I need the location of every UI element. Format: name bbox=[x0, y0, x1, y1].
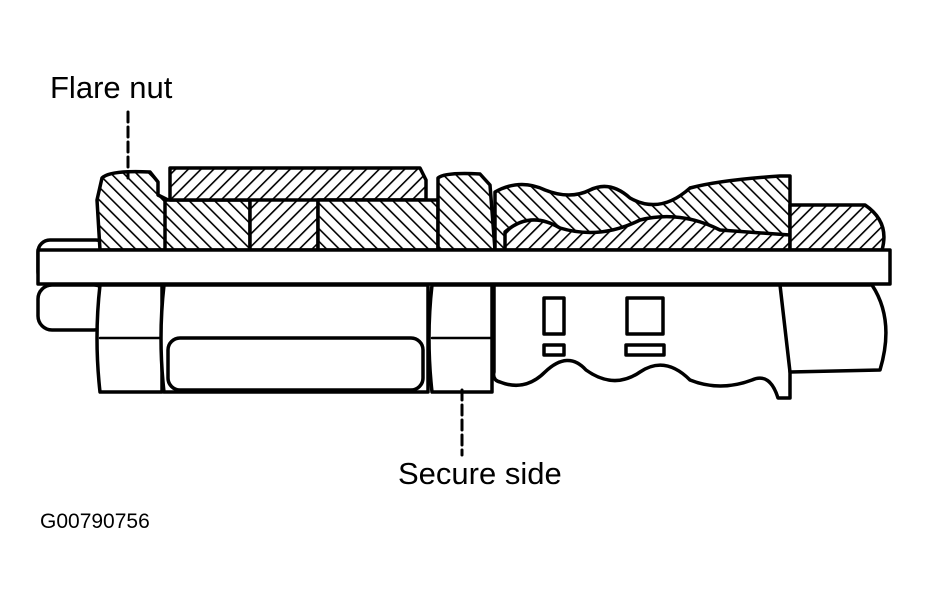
fitting-slot-4 bbox=[624, 343, 666, 357]
brake-hose-exterior bbox=[778, 283, 888, 374]
secure-side-label: Secure side bbox=[398, 456, 562, 491]
figure-code: G00790756 bbox=[40, 510, 150, 533]
hose-inner-section bbox=[503, 214, 792, 252]
hose-fitting-exterior bbox=[491, 283, 792, 400]
brake-hose-section bbox=[788, 203, 886, 252]
union-left-sleeve-section bbox=[163, 198, 252, 252]
union-body-section bbox=[168, 166, 428, 252]
brake-pipe bbox=[36, 248, 892, 286]
flare-nut-label: Flare nut bbox=[50, 70, 173, 105]
secure-side-nut-section bbox=[436, 171, 497, 252]
union-hex-flat bbox=[166, 336, 425, 392]
fitting-slot-2 bbox=[625, 296, 665, 336]
fitting-slot-1 bbox=[542, 296, 566, 336]
union-right-sleeve-section bbox=[316, 198, 440, 252]
flare-nut-section bbox=[95, 169, 170, 252]
fitting-slot-3 bbox=[542, 343, 566, 357]
